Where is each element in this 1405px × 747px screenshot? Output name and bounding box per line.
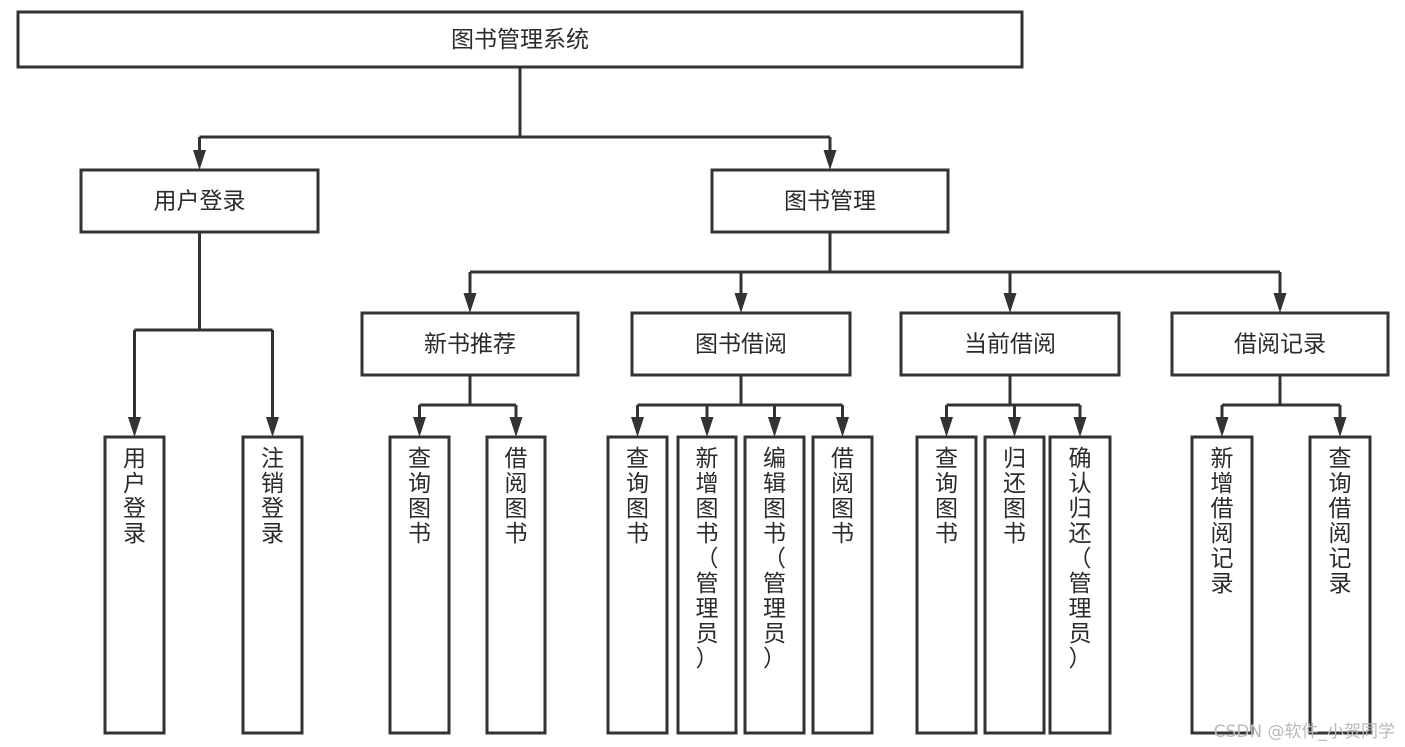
node-label-leaf-borrow-book: 借阅图书 bbox=[831, 446, 854, 547]
arrow-head-leaf-confirm-return-admin bbox=[1073, 417, 1087, 437]
arrow-head-leaf-query-book-borrow bbox=[631, 417, 644, 437]
node-box-leaf-add-borrow-record bbox=[1190, 435, 1254, 735]
arrow-head-leaf-user-login bbox=[128, 417, 141, 437]
node-leaf-add-borrow-record[interactable]: 新增借阅记录 bbox=[1190, 435, 1254, 735]
node-box-leaf-query-book-current bbox=[915, 435, 978, 735]
arrow-head-leaf-query-book-current bbox=[940, 417, 953, 437]
node-box-leaf-query-borrow-record bbox=[1308, 435, 1372, 735]
arrow-head-current-borrow bbox=[1003, 293, 1017, 313]
node-box-leaf-borrow-book-recommend bbox=[485, 435, 547, 735]
node-leaf-edit-book-admin[interactable]: 编辑图书（管理员） bbox=[743, 435, 806, 735]
arrow-head-book-borrow bbox=[734, 293, 748, 313]
node-label-leaf-user-logout: 注销登录 bbox=[261, 446, 284, 547]
node-current-borrow[interactable]: 当前借阅 bbox=[899, 311, 1121, 377]
node-label-leaf-user-login: 用户登录 bbox=[123, 446, 146, 547]
node-leaf-query-borrow-record[interactable]: 查询借阅记录 bbox=[1308, 435, 1372, 735]
node-leaf-borrow-book-recommend[interactable]: 借阅图书 bbox=[485, 435, 547, 735]
node-label-new-book-recommend: 新书推荐 bbox=[424, 332, 516, 358]
node-new-book-recommend[interactable]: 新书推荐 bbox=[360, 311, 580, 377]
node-user-login[interactable]: 用户登录 bbox=[79, 168, 320, 234]
node-label-leaf-add-book-admin: 新增图书（管理员） bbox=[696, 446, 719, 672]
arrow-head-leaf-query-book-recommend bbox=[413, 417, 426, 437]
node-label-leaf-query-book-recommend: 查询图书 bbox=[408, 446, 431, 547]
node-box-leaf-add-book-admin bbox=[676, 435, 738, 735]
node-label-book-borrow: 图书借阅 bbox=[695, 332, 787, 358]
node-box-root bbox=[16, 10, 1024, 69]
arrow-head-leaf-user-logout bbox=[266, 417, 279, 437]
arrow-head-book-manage bbox=[823, 150, 837, 170]
node-leaf-return-book[interactable]: 归还图书 bbox=[983, 435, 1046, 735]
node-box-user-login bbox=[79, 168, 320, 234]
node-box-leaf-confirm-return-admin bbox=[1048, 435, 1112, 735]
node-leaf-query-book-current[interactable]: 查询图书 bbox=[915, 435, 978, 735]
node-leaf-confirm-return-admin[interactable]: 确认归还（管理员） bbox=[1048, 435, 1112, 735]
arrow-head-leaf-add-book-admin bbox=[700, 417, 714, 437]
node-label-borrow-record: 借阅记录 bbox=[1234, 332, 1326, 358]
node-box-new-book-recommend bbox=[360, 311, 580, 377]
node-box-book-borrow bbox=[630, 311, 852, 377]
nodes-layer: 图书管理系统用户登录图书管理新书推荐图书借阅当前借阅借阅记录用户登录注销登录查询… bbox=[16, 10, 1390, 735]
node-box-leaf-query-book-recommend bbox=[388, 435, 451, 735]
node-label-leaf-query-book-borrow: 查询图书 bbox=[626, 446, 649, 547]
arrow-head-leaf-edit-book-admin bbox=[768, 417, 781, 437]
node-leaf-add-book-admin[interactable]: 新增图书（管理员） bbox=[676, 435, 738, 735]
node-label-book-manage: 图书管理 bbox=[784, 189, 876, 215]
arrow-head-leaf-return-book bbox=[1008, 417, 1021, 437]
node-box-leaf-user-logout bbox=[241, 435, 304, 735]
node-leaf-user-logout[interactable]: 注销登录 bbox=[241, 435, 304, 735]
node-label-leaf-query-borrow-record: 查询借阅记录 bbox=[1329, 446, 1352, 597]
node-label-leaf-confirm-return-admin: 确认归还（管理员） bbox=[1069, 446, 1092, 672]
node-book-manage[interactable]: 图书管理 bbox=[710, 168, 950, 234]
node-label-current-borrow: 当前借阅 bbox=[964, 332, 1056, 358]
node-box-leaf-edit-book-admin bbox=[743, 435, 806, 735]
node-leaf-query-book-recommend[interactable]: 查询图书 bbox=[388, 435, 451, 735]
node-box-book-manage bbox=[710, 168, 950, 234]
arrow-head-new-book-recommend bbox=[463, 293, 477, 313]
node-label-root: 图书管理系统 bbox=[451, 27, 589, 53]
node-box-leaf-query-book-borrow bbox=[606, 435, 669, 735]
node-label-leaf-borrow-book-recommend: 借阅图书 bbox=[505, 446, 528, 547]
node-label-leaf-edit-book-admin: 编辑图书（管理员） bbox=[763, 446, 786, 672]
node-box-leaf-user-login bbox=[103, 435, 166, 735]
arrow-head-user-login bbox=[193, 150, 206, 170]
arrow-head-borrow-record bbox=[1273, 293, 1287, 313]
node-label-user-login: 用户登录 bbox=[154, 189, 246, 215]
node-book-borrow[interactable]: 图书借阅 bbox=[630, 311, 852, 377]
node-root[interactable]: 图书管理系统 bbox=[16, 10, 1024, 69]
node-box-leaf-borrow-book bbox=[811, 435, 874, 735]
arrow-head-leaf-borrow-book bbox=[836, 417, 849, 437]
node-box-leaf-return-book bbox=[983, 435, 1046, 735]
node-box-current-borrow bbox=[899, 311, 1121, 377]
arrow-head-leaf-borrow-book-recommend bbox=[509, 417, 523, 437]
node-label-leaf-add-borrow-record: 新增借阅记录 bbox=[1211, 446, 1234, 597]
arrow-head-leaf-query-borrow-record bbox=[1333, 417, 1347, 437]
node-leaf-query-book-borrow[interactable]: 查询图书 bbox=[606, 435, 669, 735]
node-label-leaf-query-book-current: 查询图书 bbox=[935, 446, 958, 547]
arrow-head-leaf-add-borrow-record bbox=[1215, 417, 1229, 437]
node-box-borrow-record bbox=[1170, 311, 1390, 377]
node-borrow-record[interactable]: 借阅记录 bbox=[1170, 311, 1390, 377]
node-leaf-user-login[interactable]: 用户登录 bbox=[103, 435, 166, 735]
node-label-leaf-return-book: 归还图书 bbox=[1003, 446, 1026, 547]
node-leaf-borrow-book[interactable]: 借阅图书 bbox=[811, 435, 874, 735]
connectors-layer bbox=[128, 67, 1347, 437]
